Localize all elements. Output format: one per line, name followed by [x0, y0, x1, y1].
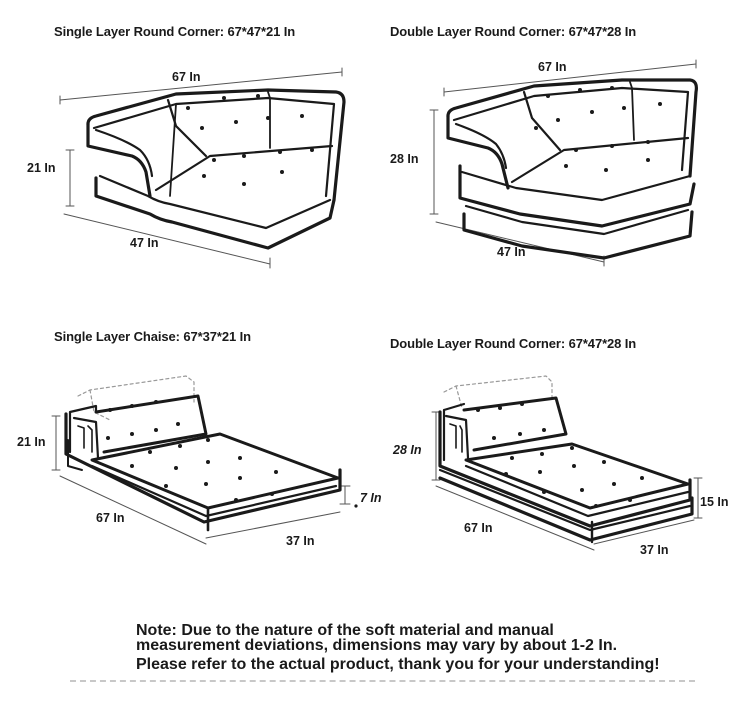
panel-4-base-label: 15 In — [700, 495, 729, 509]
panel-3-chaise-drawing — [51, 375, 351, 545]
panel-2-width-label: 67 In — [538, 60, 567, 74]
panel-1-title: Single Layer Round Corner: 67*47*21 In — [54, 24, 296, 39]
panel-4-height-label: 28 In — [393, 443, 422, 457]
panel-1-sofa-drawing — [59, 67, 346, 269]
panel-4-width-label: 37 In — [640, 543, 669, 557]
panel-3-length-label: 67 In — [96, 511, 125, 525]
note-line-2: measurement deviations, dimensions may v… — [136, 637, 618, 654]
panel-2-sofa-drawing — [429, 59, 698, 267]
panel-2-title: Double Layer Round Corner: 67*47*28 In — [390, 24, 637, 39]
panel-2-height-label: 28 In — [390, 152, 419, 166]
dashed-divider — [70, 680, 695, 682]
panel-4-length-label: 67 In — [464, 521, 493, 535]
panel-3-width-label: 37 In — [286, 534, 315, 548]
panel-4-chaise-drawing — [431, 375, 703, 551]
panel-1-height-label: 21 In — [27, 161, 56, 175]
panel-2-depth-label: 47 In — [497, 245, 526, 259]
panel-3-title: Single Layer Chaise: 67*37*21 In — [54, 329, 251, 344]
panel-4-title: Double Layer Round Corner: 67*47*28 In — [390, 336, 637, 351]
panel-1-depth-label: 47 In — [130, 236, 159, 250]
note-line-1: Note: Due to the nature of the soft mate… — [136, 622, 554, 639]
panel-3-height-label: 21 In — [17, 435, 46, 449]
panel-3-base-label: 7 In — [360, 491, 382, 505]
note-line-3: Please refer to the actual product, than… — [136, 656, 660, 673]
panel-1-width-label: 67 In — [172, 70, 201, 84]
size-disclaimer-note: Note: Due to the nature of the soft mate… — [136, 622, 716, 673]
